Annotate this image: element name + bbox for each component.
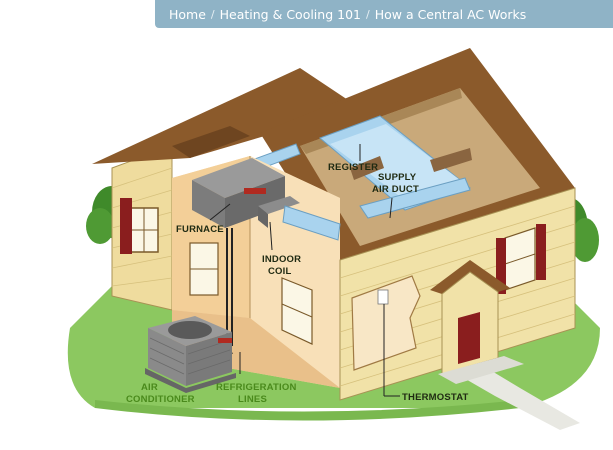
breadcrumb-heating-cooling-link[interactable]: Heating & Cooling 101 — [219, 6, 361, 22]
indoor-coil-unit — [258, 196, 300, 228]
indoor-coil-label-line2: COIL — [268, 266, 292, 277]
central-ac-house-illustration: REGISTER SUPPLY AIR DUCT FURNACE INDOOR … — [67, 48, 601, 430]
front-porch — [430, 260, 524, 384]
supply-duct-label-line2: AIR DUCT — [372, 184, 419, 195]
left-wing — [111, 145, 173, 311]
interior-supply-duct — [282, 205, 341, 241]
outdoor-ac-unit — [145, 316, 236, 393]
furnace-unit — [192, 158, 285, 228]
thermostat-device — [377, 289, 389, 305]
furnace-label: FURNACE — [176, 224, 224, 235]
callout-leaders — [209, 144, 400, 397]
breadcrumb-separator: / — [365, 7, 370, 21]
breadcrumb: Home / Heating & Cooling 101 / How a Cen… — [155, 0, 613, 28]
register-label: REGISTER — [328, 162, 378, 173]
refrigeration-lines-label-line1: REFRIGERATION — [216, 382, 297, 393]
breadcrumb-home-link[interactable]: Home — [169, 6, 206, 22]
supply-duct-label-line1: SUPPLY — [378, 172, 417, 183]
air-conditioner-label-line1: AIR — [141, 382, 158, 393]
thermostat-label: THERMOSTAT — [402, 392, 469, 403]
air-conditioner-label-line2: CONDITIONER — [126, 394, 195, 405]
breadcrumb-current-page: How a Central AC Works — [374, 6, 527, 22]
indoor-coil-label-line1: INDOOR — [262, 254, 301, 265]
breadcrumb-separator: / — [210, 7, 215, 21]
refrigeration-lines-label-line2: LINES — [238, 394, 267, 405]
